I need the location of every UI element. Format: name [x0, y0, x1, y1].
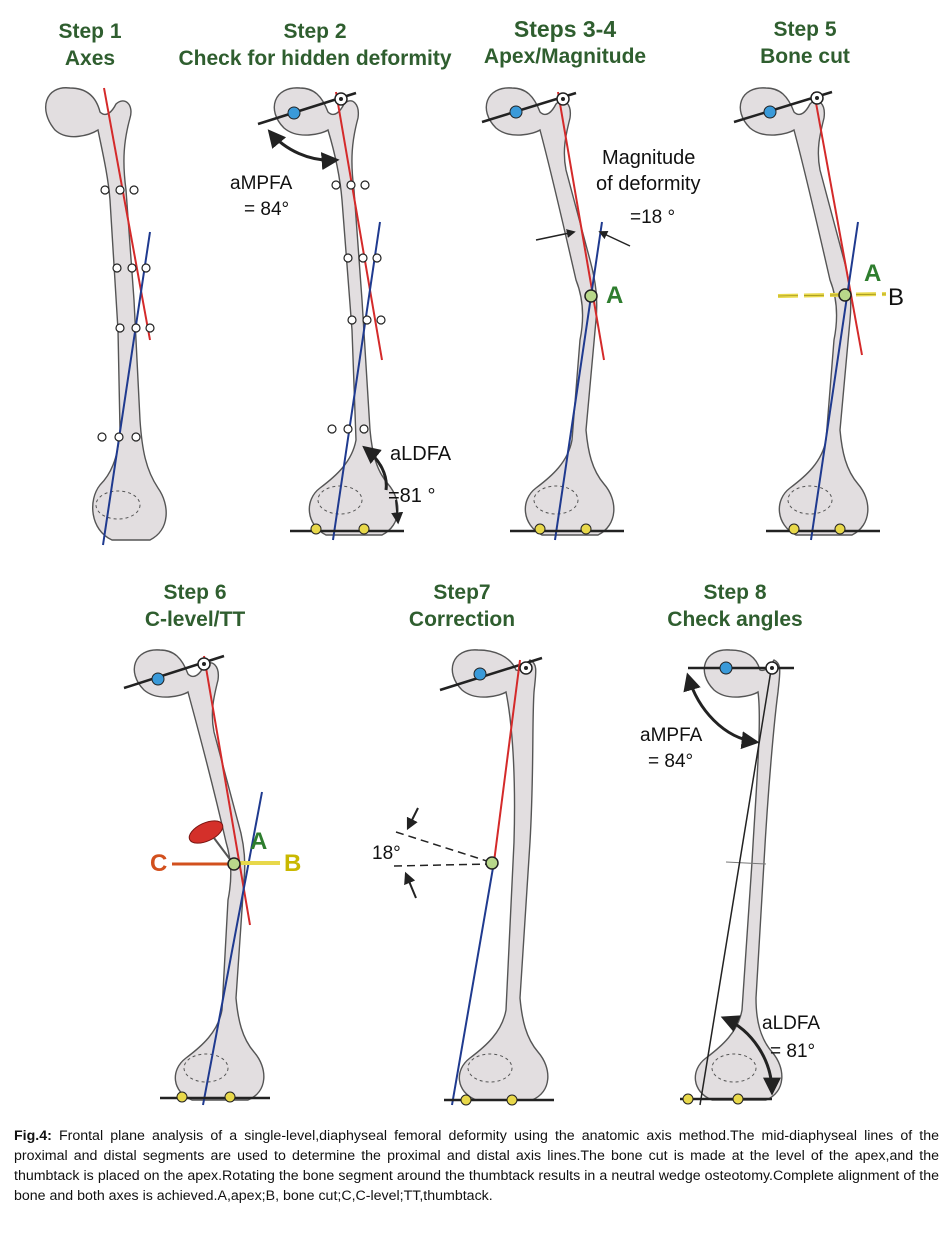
s3-magnitude-line2: of deformity [596, 173, 701, 195]
s8-aldfa-label: aLDFA [762, 1013, 821, 1034]
s3-apex-letter: A [606, 282, 624, 309]
step-6-femur [123, 649, 280, 1106]
step-2-label: Check for hidden deformity [178, 47, 452, 70]
step-5-label: Bone cut [760, 45, 850, 68]
s6-apex-letter: A [250, 828, 268, 855]
step-5-title: Step 5 Bone cut [745, 16, 865, 70]
step-8-femur [680, 649, 794, 1106]
step-1-label: Axes [64, 47, 116, 70]
step-5-femur [733, 87, 887, 541]
s3-magnitude-value: =18 ° [630, 207, 676, 228]
step-8-label: Check angles [667, 608, 803, 631]
s6-clevel-letter: C [150, 850, 168, 877]
s8-ampfa-value: = 84° [648, 751, 694, 772]
step-7-title: Step7 Correction [392, 579, 532, 633]
s3-magnitude-line1: Magnitude [602, 147, 696, 169]
s2-aldfa-value: =81 ° [388, 485, 436, 507]
caption-prefix: Fig.4: [14, 1128, 52, 1144]
femur-diagram [45, 87, 887, 1106]
s2-ampfa-label: aMPFA [230, 173, 293, 194]
step-8-title: Step 8 Check angles [655, 579, 815, 633]
step-2-number: Step 2 [283, 20, 347, 43]
step-7-femur [393, 649, 554, 1106]
s7-angle-label: 18° [372, 843, 401, 864]
step-1-femur [45, 87, 167, 546]
step-7-label: Correction [408, 608, 516, 631]
step-1-number: Step 1 [58, 20, 122, 43]
s8-ampfa-label: aMPFA [640, 725, 703, 746]
s2-ampfa-value: = 84° [244, 199, 290, 220]
step-7-number: Step7 [433, 581, 491, 604]
step-3-number: Steps 3-4 [513, 16, 617, 42]
step-6-title: Step 6 C-level/TT [120, 579, 270, 633]
s6-cut-letter: B [284, 850, 302, 877]
step-2-femur [257, 87, 404, 541]
step-8-number: Step 8 [703, 581, 767, 604]
step-6-number: Step 6 [163, 581, 227, 604]
step-3-title: Steps 3-4 Apex/Magnitude [470, 16, 660, 70]
step-1-title: Step 1 Axes [40, 18, 140, 72]
s5-apex-letter: A [864, 260, 882, 287]
figure-caption: Fig.4: Frontal plane analysis of a singl… [14, 1126, 939, 1206]
step-3-label: Apex/Magnitude [483, 45, 647, 68]
s8-aldfa-value: = 81° [770, 1041, 816, 1062]
step-5-number: Step 5 [773, 18, 837, 41]
step-6-label: C-level/TT [144, 608, 246, 631]
caption-text: Frontal plane analysis of a single-level… [14, 1128, 939, 1204]
s5-cut-letter: B [888, 284, 905, 311]
step-2-title: Step 2 Check for hidden deformity [160, 18, 470, 72]
step-3-femur [481, 87, 631, 541]
s2-aldfa-label: aLDFA [390, 443, 452, 465]
